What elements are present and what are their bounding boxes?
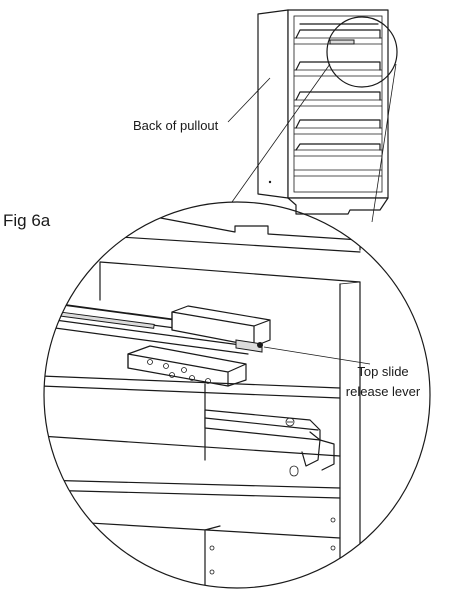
pullout-cabinet-overview <box>257 9 398 215</box>
release-lever-leader <box>263 346 371 365</box>
enlarged-detail-view <box>44 215 361 588</box>
release-lever <box>235 339 263 353</box>
back-of-pullout-leader <box>227 77 271 123</box>
release-lever-label-line1: Top slide <box>357 364 408 379</box>
back-of-pullout-label: Back of pullout <box>133 118 219 133</box>
detail-connector-right <box>371 63 397 223</box>
figure-label: Fig 6a <box>3 211 51 230</box>
detail-connector-left <box>231 63 331 203</box>
detail-circle-marker <box>326 16 398 88</box>
release-lever-label-line2: release lever <box>346 384 421 399</box>
detail-view-boundary <box>43 201 431 589</box>
